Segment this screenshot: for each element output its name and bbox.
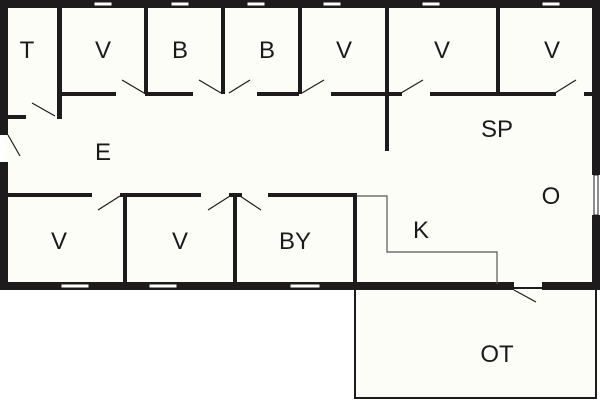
kitchen-counter [357, 195, 498, 284]
room-label-terrace: OT [480, 341, 514, 368]
door-swings [7, 79, 577, 303]
windows [60, 1, 599, 289]
room-label-bedroom: V [543, 37, 561, 64]
room-label-bathroom: B [258, 37, 276, 64]
interior-walls [6, 6, 594, 285]
room-label-bedroom: V [94, 37, 112, 64]
room-label-toilet: T [19, 37, 35, 64]
room-label-utility: BY [278, 228, 312, 255]
room-label-bedroom: V [50, 228, 68, 255]
room-label-dining: SP [480, 116, 514, 143]
outer-walls [0, 0, 600, 290]
room-label-bathroom: B [171, 37, 189, 64]
room-label-living: O [541, 183, 561, 210]
room-label-bedroom: V [335, 37, 353, 64]
room-label-entrance: E [94, 139, 112, 166]
room-label-kitchen: K [412, 217, 430, 244]
room-label-bedroom: V [171, 228, 189, 255]
terrace-outline [354, 287, 597, 399]
room-label-bedroom: V [433, 37, 451, 64]
